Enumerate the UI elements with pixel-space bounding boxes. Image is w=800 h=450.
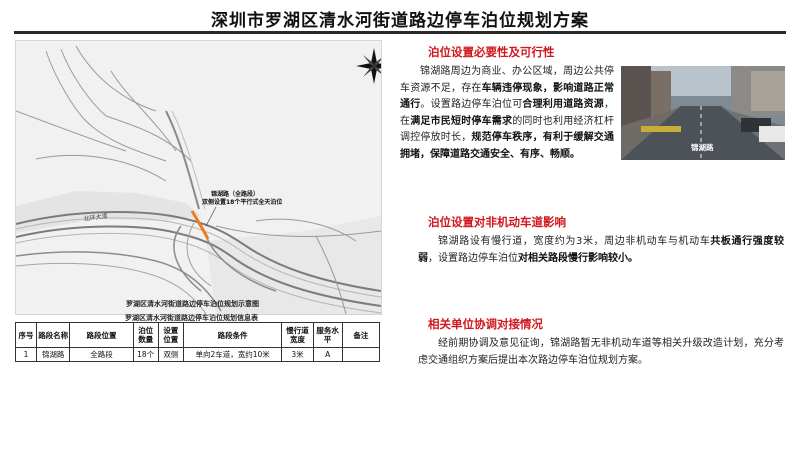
section2-title: 泊位设置对非机动车道影响 xyxy=(428,215,566,229)
cell-road-name: 锦湖路 xyxy=(36,347,71,362)
cell-road-position: 全路段 xyxy=(69,347,134,362)
section3-text: 经前期协调及意见征询，锦湖路暂无非机动车道等相关升级改造计划，充分考虑交通组织方… xyxy=(418,338,784,366)
s2-text-bold-1: 共板通行强度较弱 xyxy=(418,236,784,264)
cell-road-conditions: 单向2车道，宽约10米 xyxy=(182,347,283,362)
page-title: 深圳市罗湖区清水河街道路边停车泊位规划方案 xyxy=(211,11,589,31)
road-map: 北环大道 锦湖路（全路段） 双侧设置18个平行式全天泊位 xyxy=(16,45,381,314)
map-panel[interactable]: 北环大道 锦湖路（全路段） 双侧设置18个平行式全天泊位 罗湖区清水河街道路边停… xyxy=(15,40,382,315)
s1-text-1: 锦湖路周边为商业、办公区域，周边公共停车资源不足，存在 xyxy=(400,66,614,94)
section3-title: 相关单位协调对接情况 xyxy=(428,317,543,331)
s1-text-3: ，在 xyxy=(400,99,615,127)
section1-text: 锦湖路周边为商业、办公区域，周边公共停车资源不足，存在车辆违停现象，影响道路正常… xyxy=(400,64,614,163)
title-underline xyxy=(14,31,786,34)
street-photo: 锦湖路 xyxy=(621,66,785,160)
road-label-beihuan: 北环大道 xyxy=(83,212,108,223)
s1-text-bold-1: 车辆违停现象，影响道路正常通行 xyxy=(400,82,615,111)
parking-info-table: 序号 路段名称 路段位置 泊位数量 设置位置 路段条件 慢行道宽度 服务水平 备… xyxy=(14,322,381,362)
callout-line1: 锦湖路（全路段） xyxy=(211,190,259,198)
compass-rose-icon xyxy=(356,48,381,84)
s2-text-2: ，设置路边停车泊位 xyxy=(428,252,518,264)
cell-remarks xyxy=(341,347,381,362)
th-road-name: 路段名称 xyxy=(36,322,71,348)
cell-slow-lane-width: 3米 xyxy=(281,347,314,362)
section1-title: 泊位设置必要性及可行性 xyxy=(428,45,555,59)
cell-service-level: A xyxy=(312,347,343,362)
th-berth-count: 泊位数量 xyxy=(132,322,159,348)
th-index: 序号 xyxy=(14,322,38,348)
callout-line2: 双侧设置18个平行式全天泊位 xyxy=(202,198,282,206)
s2-text-1: 锦湖路设有慢行道，宽度约为3米，周边非机动车与机动车 xyxy=(438,236,711,247)
s1-text-bold-3: 满足市民短时停车需求 xyxy=(410,115,513,127)
cell-index: 1 xyxy=(14,347,38,362)
s1-text-bold-2: 合理利用道路资源 xyxy=(522,99,605,110)
table-header-row: 序号 路段名称 路段位置 泊位数量 设置位置 路段条件 慢行道宽度 服务水平 备… xyxy=(14,322,381,348)
table-row: 1 锦湖路 全路段 18个 双侧 单向2车道，宽约10米 3米 A xyxy=(14,347,381,362)
page-header: 深圳市罗湖区清水河街道路边停车泊位规划方案 xyxy=(0,0,800,34)
map-caption-2: 罗湖区清水河街道路边停车泊位规划信息表 xyxy=(125,314,258,322)
th-service-level: 服务水平 xyxy=(312,322,343,348)
s2-text-bold-2: 对相关路段慢行影响较小。 xyxy=(518,252,638,264)
s1-text-2: 。设置路边停车泊位可 xyxy=(420,99,523,110)
s1-text-bold-4: 规范停车秩序，有利于缓解交通拥堵，保障道路交通安全、有序、畅顺。 xyxy=(400,132,615,160)
s1-text-4: 的同时也利用经济杠杆调控停放时长， xyxy=(400,115,615,144)
th-slow-lane-width: 慢行道宽度 xyxy=(281,322,314,348)
photo-label: 锦湖路 xyxy=(691,143,714,152)
th-remarks: 备注 xyxy=(341,322,381,348)
section2-text: 锦湖路设有慢行道，宽度约为3米，周边非机动车与机动车共板通行强度较弱，设置路边停… xyxy=(418,234,784,267)
th-set-position: 设置位置 xyxy=(157,322,184,348)
th-road-position: 路段位置 xyxy=(69,322,134,348)
map-caption-1: 罗湖区清水河街道路边停车泊位规划示意图 xyxy=(126,300,259,308)
cell-set-position: 双侧 xyxy=(157,347,184,362)
th-road-conditions: 路段条件 xyxy=(182,322,283,348)
cell-berth-count: 18个 xyxy=(132,347,159,362)
